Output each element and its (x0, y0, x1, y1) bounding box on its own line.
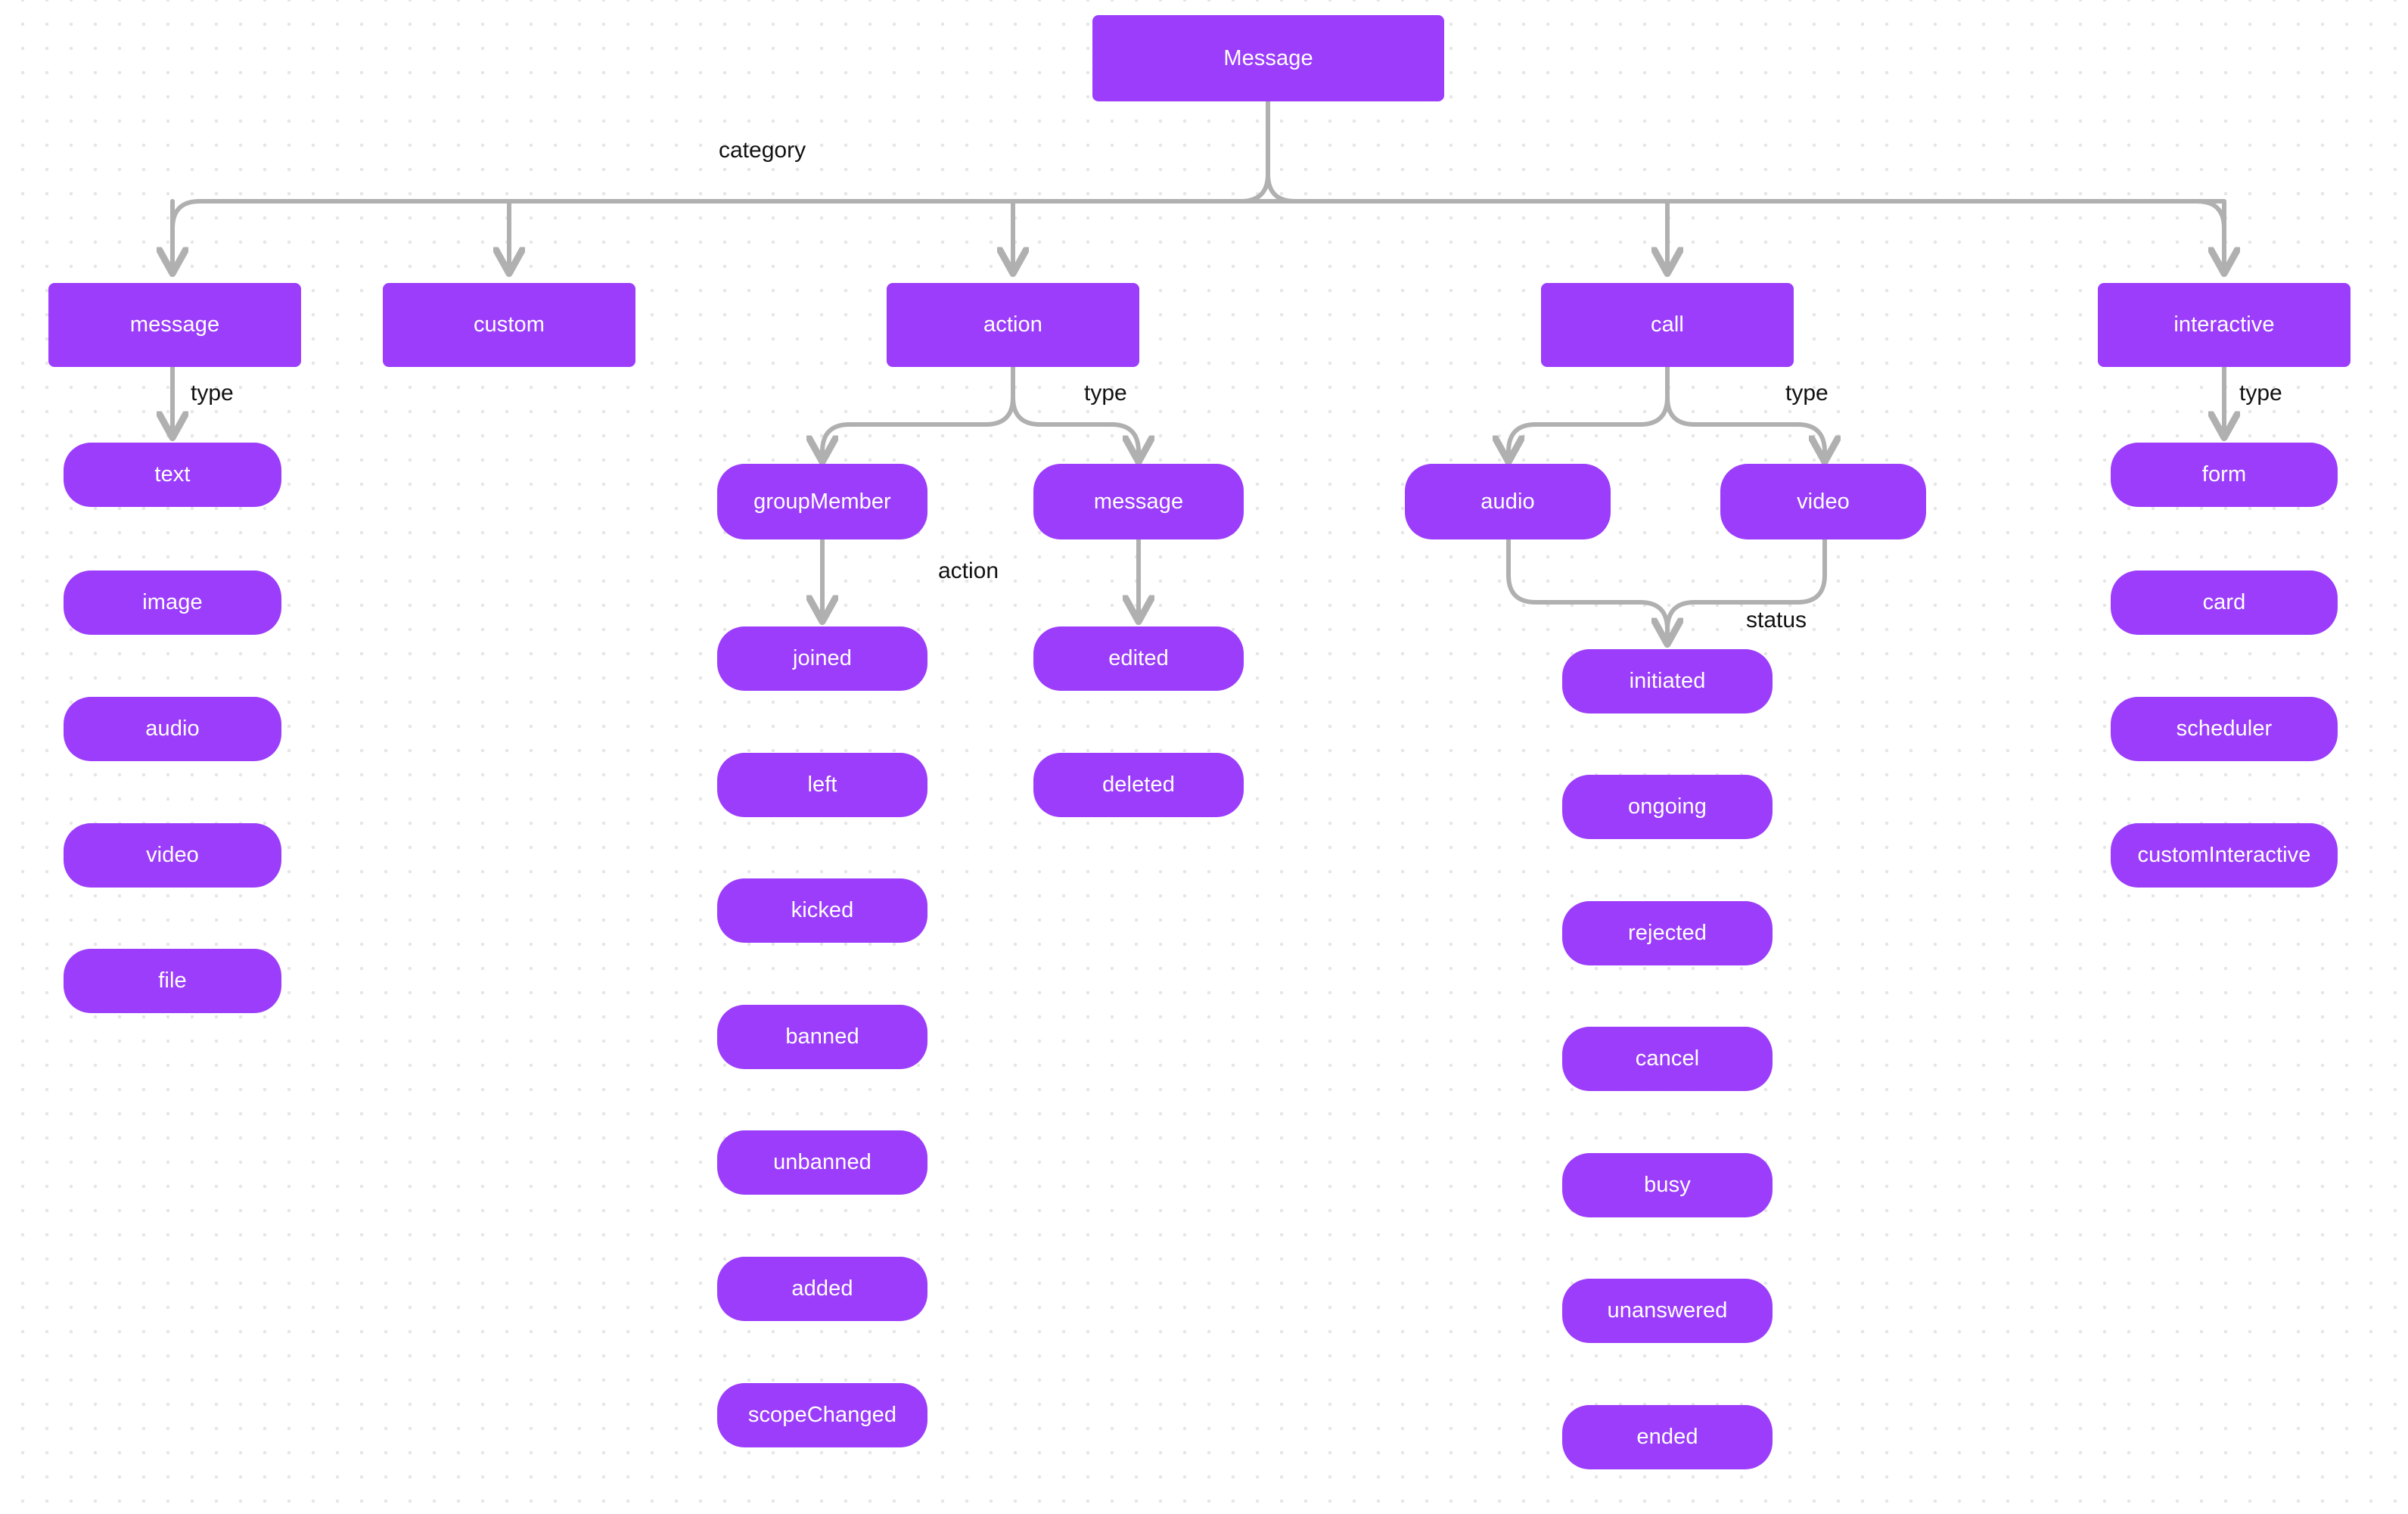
node-groupmember-action-scopechanged[interactable]: scopeChanged (717, 1383, 927, 1447)
node-label: deleted (1102, 773, 1175, 797)
node-groupmember-action-kicked[interactable]: kicked (717, 878, 927, 943)
edge-label-type-call: type (1785, 381, 1829, 406)
node-interactive-type-custominteractive[interactable]: customInteractive (2111, 823, 2338, 888)
node-call-status-busy[interactable]: busy (1562, 1153, 1773, 1217)
node-category-message[interactable]: message (48, 283, 301, 367)
node-label: card (2202, 590, 2246, 614)
node-message-action-deleted[interactable]: deleted (1033, 753, 1244, 817)
node-label: unanswered (1607, 1298, 1728, 1323)
node-label: file (158, 968, 187, 993)
node-label: initiated (1629, 669, 1706, 693)
node-call-status-unanswered[interactable]: unanswered (1562, 1279, 1773, 1343)
node-action-type-groupmember[interactable]: groupMember (717, 464, 927, 539)
node-message-type-image[interactable]: image (64, 570, 281, 635)
node-label: customInteractive (2137, 843, 2311, 867)
node-label: kicked (791, 898, 854, 922)
node-groupmember-action-banned[interactable]: banned (717, 1005, 927, 1069)
node-interactive-type-card[interactable]: card (2111, 570, 2338, 635)
node-category-custom[interactable]: custom (383, 283, 635, 367)
node-label: added (791, 1276, 853, 1301)
node-category-interactive[interactable]: interactive (2098, 283, 2351, 367)
node-label: ended (1636, 1425, 1698, 1449)
node-action-type-message[interactable]: message (1033, 464, 1244, 539)
node-label: groupMember (753, 489, 891, 514)
node-call-type-audio[interactable]: audio (1405, 464, 1611, 539)
node-label: video (1797, 489, 1850, 514)
node-label: cancel (1635, 1046, 1700, 1071)
edge-label-category: category (719, 138, 806, 163)
node-label: custom (473, 312, 545, 337)
node-root-message[interactable]: Message (1092, 15, 1444, 101)
node-message-type-audio[interactable]: audio (64, 697, 281, 761)
node-message-type-file[interactable]: file (64, 949, 281, 1013)
node-call-status-ended[interactable]: ended (1562, 1405, 1773, 1469)
node-label: ongoing (1628, 794, 1707, 819)
node-category-action[interactable]: action (887, 283, 1139, 367)
node-label: audio (145, 717, 200, 741)
node-label: left (807, 773, 837, 797)
node-call-status-cancel[interactable]: cancel (1562, 1027, 1773, 1091)
edge-label-type-interactive: type (2239, 381, 2282, 406)
node-label: interactive (2173, 312, 2275, 337)
node-label: image (142, 590, 203, 614)
node-label: joined (793, 646, 852, 670)
node-label: rejected (1628, 921, 1707, 945)
node-groupmember-action-added[interactable]: added (717, 1257, 927, 1321)
node-label: action (983, 312, 1042, 337)
node-label: banned (785, 1024, 859, 1049)
edge-label-type-message: type (191, 381, 234, 406)
node-label: message (1093, 489, 1184, 514)
node-label: message (129, 312, 220, 337)
node-category-call[interactable]: call (1541, 283, 1794, 367)
node-label: call (1651, 312, 1684, 337)
node-message-type-text[interactable]: text (64, 443, 281, 507)
node-label: Message (1223, 45, 1313, 70)
node-label: form (2201, 462, 2247, 487)
node-groupmember-action-joined[interactable]: joined (717, 626, 927, 691)
node-label: edited (1108, 646, 1169, 670)
node-label: scheduler (2176, 717, 2273, 741)
node-call-status-ongoing[interactable]: ongoing (1562, 775, 1773, 839)
edge-label-status-call: status (1746, 608, 1807, 633)
node-label: scopeChanged (747, 1403, 897, 1427)
node-message-action-edited[interactable]: edited (1033, 626, 1244, 691)
node-label: text (154, 462, 191, 487)
node-label: busy (1644, 1173, 1691, 1197)
node-interactive-type-form[interactable]: form (2111, 443, 2338, 507)
node-label: unbanned (773, 1150, 872, 1174)
node-call-status-initiated[interactable]: initiated (1562, 649, 1773, 713)
node-groupmember-action-unbanned[interactable]: unbanned (717, 1130, 927, 1195)
node-label: audio (1481, 489, 1535, 514)
node-message-type-video[interactable]: video (64, 823, 281, 888)
edge-label-type-action: type (1084, 381, 1127, 406)
edge-label-action-groupmember: action (938, 558, 999, 583)
node-interactive-type-scheduler[interactable]: scheduler (2111, 697, 2338, 761)
node-label: video (146, 843, 199, 867)
node-groupmember-action-left[interactable]: left (717, 753, 927, 817)
node-call-status-rejected[interactable]: rejected (1562, 901, 1773, 965)
node-call-type-video[interactable]: video (1720, 464, 1926, 539)
